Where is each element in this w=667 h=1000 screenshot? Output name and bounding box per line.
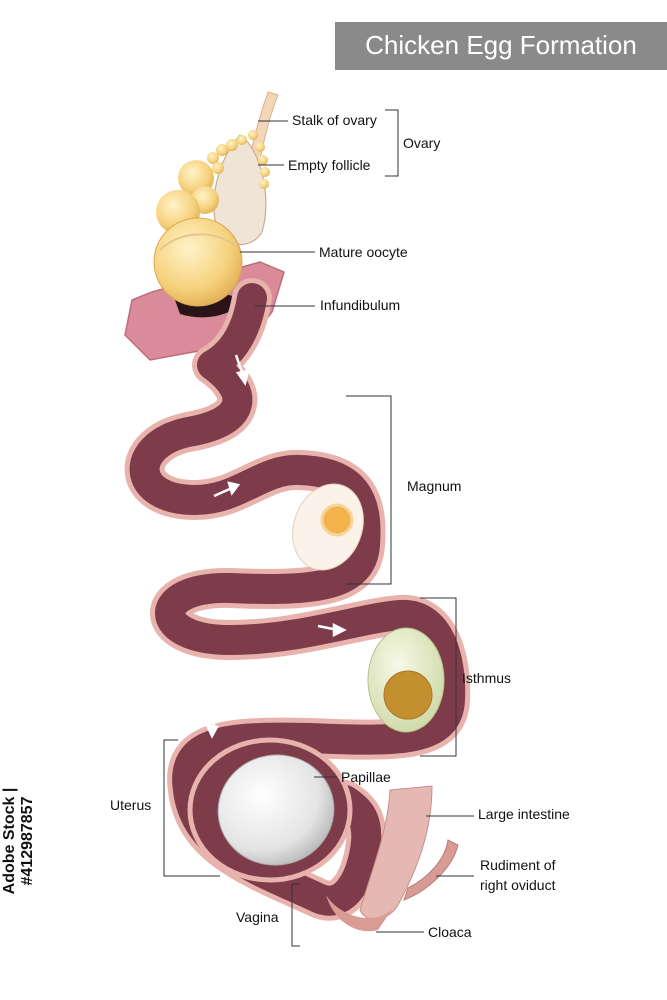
isthmus-yolk [383, 670, 433, 720]
label-large-intestine: Large intestine [478, 806, 570, 822]
label-vagina: Vagina [236, 909, 279, 925]
label-cloaca: Cloaca [428, 924, 472, 940]
cloaca [326, 895, 395, 932]
flow-arrows [204, 354, 347, 739]
rudiment-right-oviduct [403, 839, 459, 901]
label-rudiment-line2: right oviduct [480, 877, 556, 893]
magnum-yolk [320, 503, 354, 537]
label-infundibulum: Infundibulum [320, 297, 401, 313]
label-mature-oocyte: Mature oocyte [319, 244, 408, 260]
label-papillae: Papillae [341, 769, 391, 785]
label-rudiment-line1: Rudiment of [480, 857, 556, 873]
uterus-egg [217, 754, 335, 866]
oocyte-stigma [159, 233, 237, 251]
label-ovary: Ovary [403, 135, 441, 151]
leader-lines [163, 109, 474, 947]
label-isthmus: Isthmus [462, 670, 512, 686]
stock-watermark-text: Adobe Stock | #412987857 [1, 787, 36, 895]
title-banner: Chicken Egg Formation [335, 22, 667, 70]
label-stalk-of-ovary: Stalk of ovary [292, 112, 377, 128]
label-empty-follicle: Empty follicle [288, 157, 371, 173]
label-magnum: Magnum [407, 478, 462, 494]
stock-watermark: Adobe Stock | #412987857 [1, 765, 36, 905]
small-follicles [207, 130, 270, 189]
mature-oocyte [153, 217, 243, 307]
page-title: Chicken Egg Formation [365, 30, 637, 60]
label-uterus: Uterus [110, 797, 152, 813]
